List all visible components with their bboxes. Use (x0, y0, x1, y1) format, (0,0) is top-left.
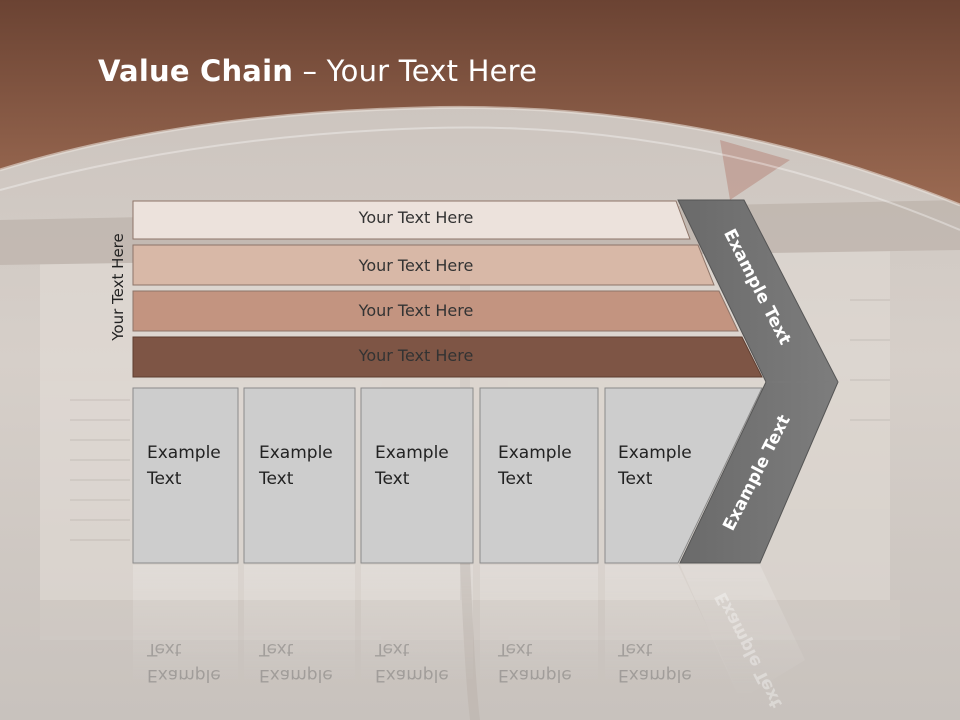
title-bold: Value Chain (98, 54, 294, 88)
row-label-3: Your Text Here (358, 301, 474, 320)
title-rest: – Your Text Here (293, 54, 538, 88)
diagram-reflection (133, 565, 805, 700)
activity-box-4 (479, 387, 599, 564)
row-bar-4 (132, 336, 763, 378)
side-label: Your Text Here (109, 233, 127, 341)
row-label-4: Your Text Here (358, 346, 474, 365)
row-label-2: Your Text Here (358, 256, 474, 275)
activity-box-2 (243, 387, 356, 564)
activity-box-1 (132, 387, 239, 564)
row-bar-2 (132, 244, 715, 286)
row-bar-1 (132, 200, 691, 240)
activity-box-3 (360, 387, 474, 564)
activity-box-5 (604, 387, 763, 564)
slide-title: Value Chain – Your Text Here (98, 54, 537, 88)
row-bar-3 (132, 290, 739, 332)
row-label-1: Your Text Here (358, 208, 474, 227)
